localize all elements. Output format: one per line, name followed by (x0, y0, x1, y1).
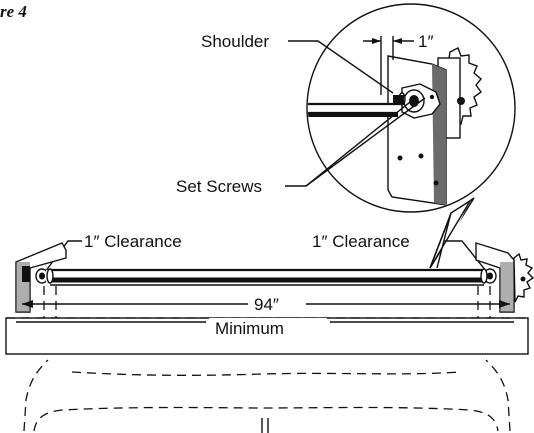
figure-title: re 4 (0, 2, 27, 21)
set-screws-leader-2 (305, 97, 426, 187)
clearance-left-label: 1″ Clearance (84, 232, 182, 251)
clearance-left-leader (41, 240, 82, 277)
length-label: 94″ (254, 295, 279, 314)
set-screws-label: Set Screws (176, 177, 262, 196)
one-inch-label: 1″ (418, 32, 433, 51)
length-dimension: 94″ (22, 295, 510, 314)
bracket-plate (387, 55, 447, 206)
shoulder-leader (288, 40, 394, 94)
magnifier-pointer-fill (436, 200, 471, 269)
clearance-right-leader (444, 240, 491, 277)
lower-outline (23, 359, 511, 433)
clearance-right-label: 1″ Clearance (312, 232, 410, 251)
minimum-label: Minimum (215, 319, 284, 338)
shoulder-label: Shoulder (201, 32, 269, 51)
one-inch-dimension: 1″ (363, 32, 433, 95)
right-bracket (475, 242, 534, 313)
detail-contents (308, 47, 482, 206)
platform: Minimum (5, 317, 529, 355)
roller-shaft (46, 268, 488, 286)
left-bracket (15, 242, 67, 313)
detail-shaft (308, 92, 406, 117)
